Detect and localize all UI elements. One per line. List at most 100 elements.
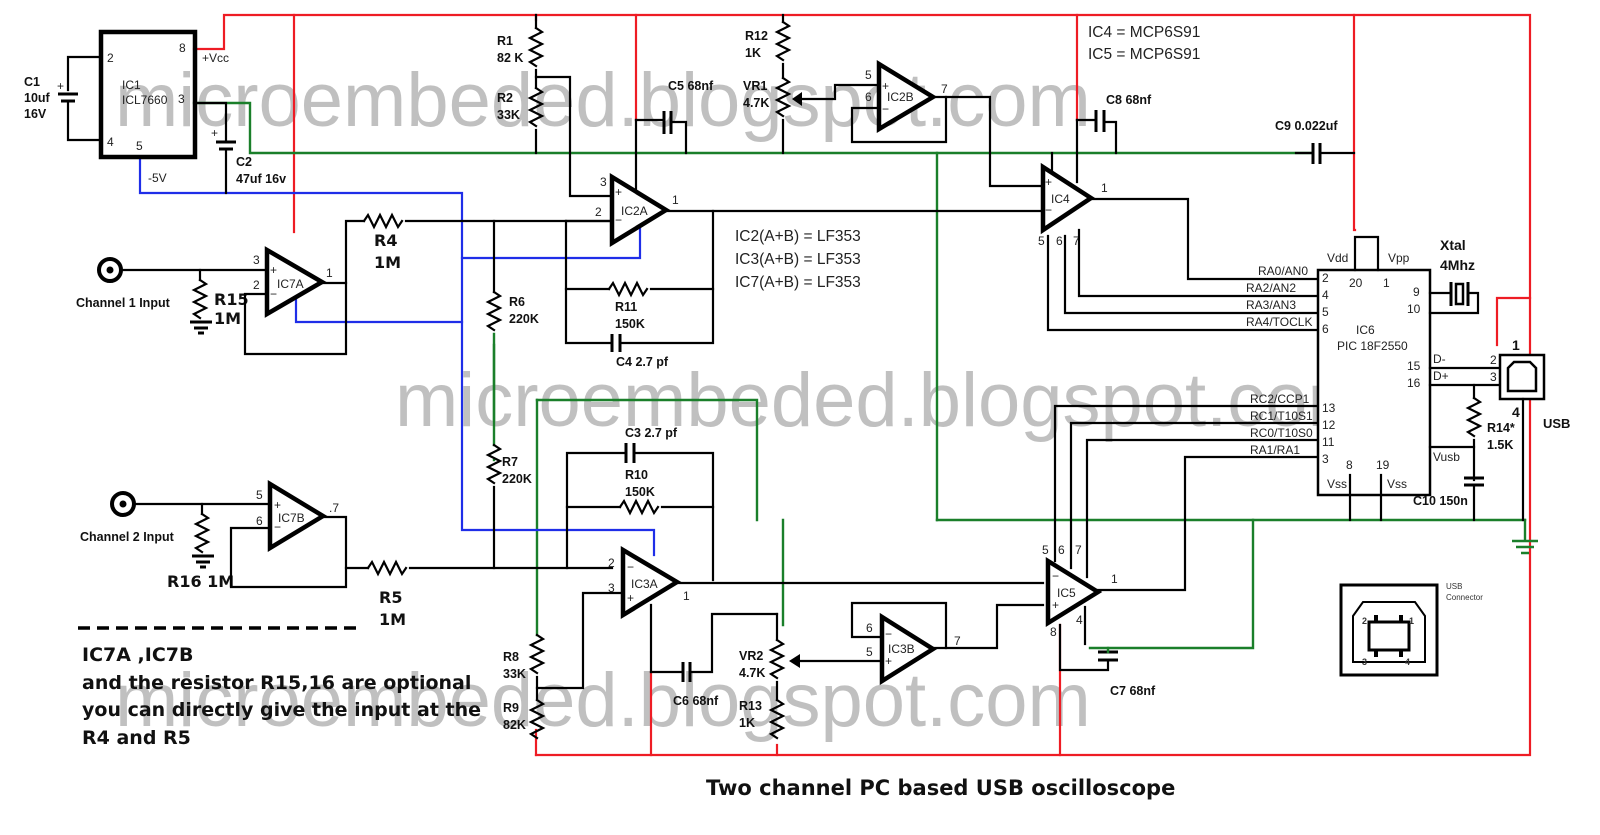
ic7a-opamp xyxy=(264,246,327,318)
ic6-body xyxy=(1316,268,1432,497)
ic3a-stage: C3 2.7 pf R10 150K IC3A 2 3 1 − + R8 33K… xyxy=(503,426,1045,740)
mcp-notes: IC4 = MCP6S91 IC5 = MCP6S91 xyxy=(1088,24,1200,63)
svg-text:+: + xyxy=(882,79,889,93)
vcc-net xyxy=(192,13,1532,757)
ch1-label: Channel 1 Input xyxy=(76,296,171,310)
svg-text:R12: R12 xyxy=(745,29,768,43)
r5-resistor xyxy=(366,559,408,577)
r8-resistor xyxy=(528,633,546,675)
ic1-body xyxy=(98,29,198,160)
svg-text:IC5: IC5 xyxy=(1057,586,1076,600)
vr1-potentiometer xyxy=(774,76,792,118)
svg-text:1K: 1K xyxy=(745,46,761,60)
svg-text:150K: 150K xyxy=(625,485,655,499)
c1-name: C1 xyxy=(24,75,40,89)
svg-text:3: 3 xyxy=(253,253,260,267)
svg-text:R9: R9 xyxy=(503,701,519,715)
svg-text:you can directly give the inpu: you can directly give the input at the xyxy=(82,699,481,721)
svg-text:C7 68nf: C7 68nf xyxy=(1110,684,1156,698)
svg-text:33K: 33K xyxy=(497,108,520,122)
svg-text:−: − xyxy=(627,560,634,574)
svg-text:IC7A: IC7A xyxy=(277,277,304,291)
svg-text:4: 4 xyxy=(1405,657,1410,667)
svg-text:R13: R13 xyxy=(739,699,762,713)
svg-text:7: 7 xyxy=(954,634,961,648)
ic6-pin-label-rc1: RC1/T10S1 xyxy=(1250,409,1313,423)
svg-text:2: 2 xyxy=(253,278,260,292)
r6-r7-divider: R6 220K R7 220K xyxy=(485,219,539,570)
watermark-bottom: microembeded.blogspot.com xyxy=(115,658,1091,743)
svg-text:D-: D- xyxy=(1433,352,1446,366)
svg-text:C10 150n: C10 150n xyxy=(1413,494,1468,508)
r2-resistor xyxy=(527,86,545,128)
svg-text:IC3B: IC3B xyxy=(888,642,915,656)
vr2-wiper-arrow xyxy=(789,654,800,668)
svg-text:2: 2 xyxy=(1322,271,1329,285)
c2-value: 47uf 16v xyxy=(236,172,286,186)
svg-text:IC7A ,IC7B: IC7A ,IC7B xyxy=(82,644,194,666)
svg-text:1: 1 xyxy=(1512,337,1520,353)
svg-text:R2: R2 xyxy=(497,91,513,105)
svg-text:R4 and R5: R4 and R5 xyxy=(82,727,191,749)
svg-text:.7: .7 xyxy=(329,501,339,515)
svg-text:1: 1 xyxy=(1409,616,1414,626)
ic4-opamp xyxy=(1040,162,1096,235)
ic1-icl7660: + + 2 4 5 8 3 IC1 ICL7660 +Vcc -5V C1 10… xyxy=(24,29,286,195)
svg-text:2: 2 xyxy=(595,205,602,219)
svg-text:4.7K: 4.7K xyxy=(743,96,769,110)
svg-text:VR1: VR1 xyxy=(743,79,767,93)
vcc-label: +Vcc xyxy=(202,51,229,65)
svg-text:1: 1 xyxy=(1111,572,1118,586)
svg-text:2: 2 xyxy=(608,556,615,570)
xtal-crystal xyxy=(1454,282,1465,306)
svg-text:R6: R6 xyxy=(509,295,525,309)
svg-text:20: 20 xyxy=(1349,276,1363,290)
svg-text:R11: R11 xyxy=(615,300,637,314)
r9-resistor xyxy=(528,698,546,740)
r4-resistor xyxy=(362,212,404,230)
svg-text:1: 1 xyxy=(683,589,690,603)
svg-text:11: 11 xyxy=(1322,435,1335,449)
r12-resistor xyxy=(774,20,792,62)
ic6-pin-label-ra4: RA4/TOCLK xyxy=(1246,315,1312,329)
svg-text:C5 68nf: C5 68nf xyxy=(668,79,714,93)
svg-text:8: 8 xyxy=(1346,458,1353,472)
ic5-opamp xyxy=(1045,556,1103,628)
svg-text:Vss: Vss xyxy=(1387,477,1407,491)
svg-text:1M: 1M xyxy=(374,253,401,272)
svg-text:220K: 220K xyxy=(502,472,532,486)
lf353-notes: IC2(A+B) = LF353 IC3(A+B) = LF353 IC7(A+… xyxy=(735,228,861,291)
svg-text:R1: R1 xyxy=(497,34,513,48)
svg-text:+: + xyxy=(1052,598,1059,612)
usb-connector-legend: 2 1 3 4 USB Connector xyxy=(1339,582,1483,677)
svg-text:6: 6 xyxy=(866,621,873,635)
svg-text:5: 5 xyxy=(866,645,873,659)
svg-text:C8 68nf: C8 68nf xyxy=(1106,93,1152,107)
ic3b-stage: VR2 4.7K R13 1K IC3B 6 5 7 − + xyxy=(739,601,1045,740)
svg-text:R14*: R14* xyxy=(1487,421,1515,435)
ic1-pin5: 5 xyxy=(136,139,143,153)
usb-port: 1 2 3 4 USB xyxy=(1490,337,1570,522)
svg-text:C6 68nf: C6 68nf xyxy=(673,694,719,708)
ch2-label: Channel 2 Input xyxy=(80,530,175,544)
vr2-potentiometer xyxy=(768,638,786,680)
svg-text:VR2: VR2 xyxy=(739,649,763,663)
svg-text:6: 6 xyxy=(1056,234,1063,248)
svg-text:+: + xyxy=(270,263,277,277)
svg-text:R5: R5 xyxy=(379,588,402,607)
svg-text:4Mhz: 4Mhz xyxy=(1440,257,1475,273)
svg-text:19: 19 xyxy=(1376,458,1390,472)
svg-text:7: 7 xyxy=(1075,543,1082,557)
ic7b-opamp xyxy=(267,480,328,552)
svg-text:1: 1 xyxy=(326,266,333,280)
svg-text:13: 13 xyxy=(1322,401,1336,415)
svg-text:R15: R15 xyxy=(214,290,249,309)
diagram-title: Two channel PC based USB oscilloscope xyxy=(706,776,1175,800)
svg-text:15: 15 xyxy=(1407,359,1421,373)
ic6-pic18f2550: Vdd Vpp 20 1 IC6 PIC 18F2550 RA0/AN0 2 R… xyxy=(1246,235,1515,522)
svg-text:R16 1M: R16 1M xyxy=(167,572,234,591)
c1-voltage: 16V xyxy=(24,107,47,121)
svg-text:7: 7 xyxy=(1073,234,1080,248)
svg-text:82 K: 82 K xyxy=(497,51,523,65)
ic3b-opamp xyxy=(879,612,938,686)
